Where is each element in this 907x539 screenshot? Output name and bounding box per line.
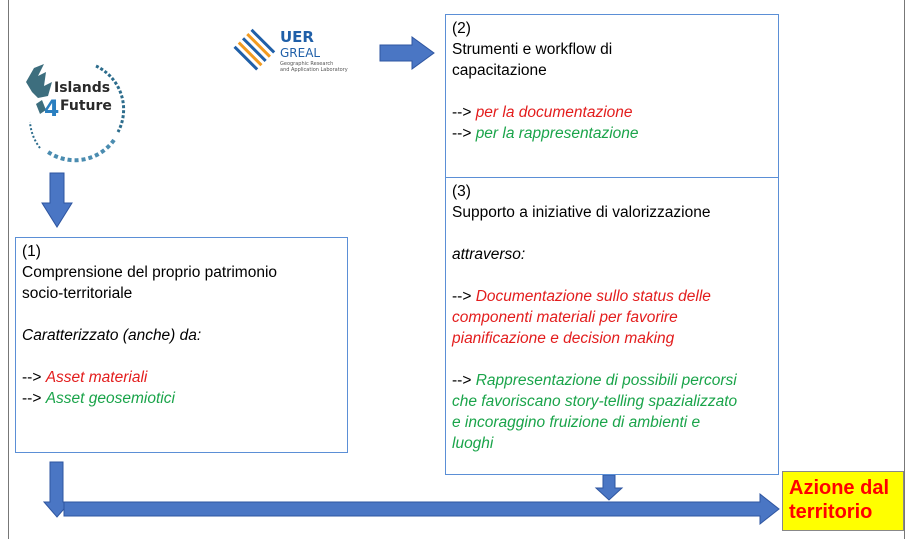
islands4future-logo: Islands 4 Future	[26, 64, 126, 163]
arrow-logo-to-box2	[379, 36, 435, 70]
arrow-prefix: -->	[22, 390, 46, 407]
box1-title-line2: socio-territoriale	[22, 285, 133, 302]
box3-item2-line2: che favoriscano story-telling spazializz…	[452, 393, 738, 410]
box-comprensione: (1) Comprensione del proprio patrimonio …	[15, 237, 348, 453]
item-text: Rappresentazione di possibili percorsi	[475, 372, 737, 389]
box-strumenti: (2) Strumenti e workflow di capacitazion…	[445, 14, 779, 178]
box1-item-materiali: --> Asset materiali	[22, 367, 341, 388]
box3-item1-line3: pianificazione e decision making	[452, 330, 675, 347]
uer-logo-tagline1: Geographic Research	[280, 61, 333, 67]
azione-line2: territorio	[789, 501, 873, 523]
box2-number: (2)	[452, 20, 471, 37]
uer-logo-subtitle: GREAL	[280, 46, 320, 60]
uer-greal-logo: UER GREAL Geographic Research and Applic…	[233, 28, 348, 73]
arrow-prefix: -->	[452, 288, 476, 305]
box3-number: (3)	[452, 183, 471, 200]
azione-dal-territorio-box: Azione dal territorio	[782, 471, 904, 531]
box3-item1: --> Documentazione sullo status delle	[452, 286, 772, 307]
box2-title-line2: capacitazione	[452, 62, 547, 79]
box2-item-documentazione: --> per la documentazione	[452, 102, 772, 123]
box3-subtitle: attraverso:	[452, 246, 526, 263]
box1-title-line1: Comprensione del proprio patrimonio	[22, 264, 278, 281]
item-text: Documentazione sullo status delle	[475, 288, 711, 305]
arrow-prefix: -->	[452, 372, 476, 389]
item-text: per la documentazione	[475, 104, 633, 121]
box-supporto: (3) Supporto a iniziative di valorizzazi…	[445, 177, 779, 475]
islands-logo-word2: Future	[60, 98, 112, 114]
uer-logo-tagline2: and Application Laboratory	[280, 67, 348, 73]
item-text: Asset geosemiotici	[45, 390, 175, 407]
box3-item1-line2: componenti materiali per favorire	[452, 309, 678, 326]
box1-number: (1)	[22, 243, 41, 260]
arrow-prefix: -->	[452, 104, 476, 121]
box3-item2: --> Rappresentazione di possibili percor…	[452, 370, 772, 391]
box3-item2-line3: e incoraggino fruizione di ambienti e	[452, 414, 701, 431]
box2-title-line1: Strumenti e workflow di	[452, 41, 613, 58]
islands-logo-number: 4	[44, 97, 59, 122]
azione-line1: Azione dal	[789, 477, 890, 499]
arrow-prefix: -->	[22, 369, 46, 386]
uer-logo-title: UER	[280, 28, 314, 46]
arrow-to-azione	[63, 492, 780, 526]
islands-logo-word1: Islands	[54, 80, 110, 96]
arrow-logo-to-box1	[41, 172, 73, 228]
slide-frame	[8, 0, 905, 539]
item-text: Asset materiali	[45, 369, 148, 386]
box1-item-geosemiotici: --> Asset geosemiotici	[22, 388, 341, 409]
arrow-prefix: -->	[452, 125, 476, 142]
arrow-box3-down	[594, 474, 624, 501]
box1-subtitle: Caratterizzato (anche) da:	[22, 327, 202, 344]
box3-title: Supporto a iniziative di valorizzazione	[452, 204, 711, 221]
item-text: per la rappresentazione	[475, 125, 639, 142]
box3-item2-line4: luoghi	[452, 435, 494, 452]
box2-item-rappresentazione: --> per la rappresentazione	[452, 123, 772, 144]
